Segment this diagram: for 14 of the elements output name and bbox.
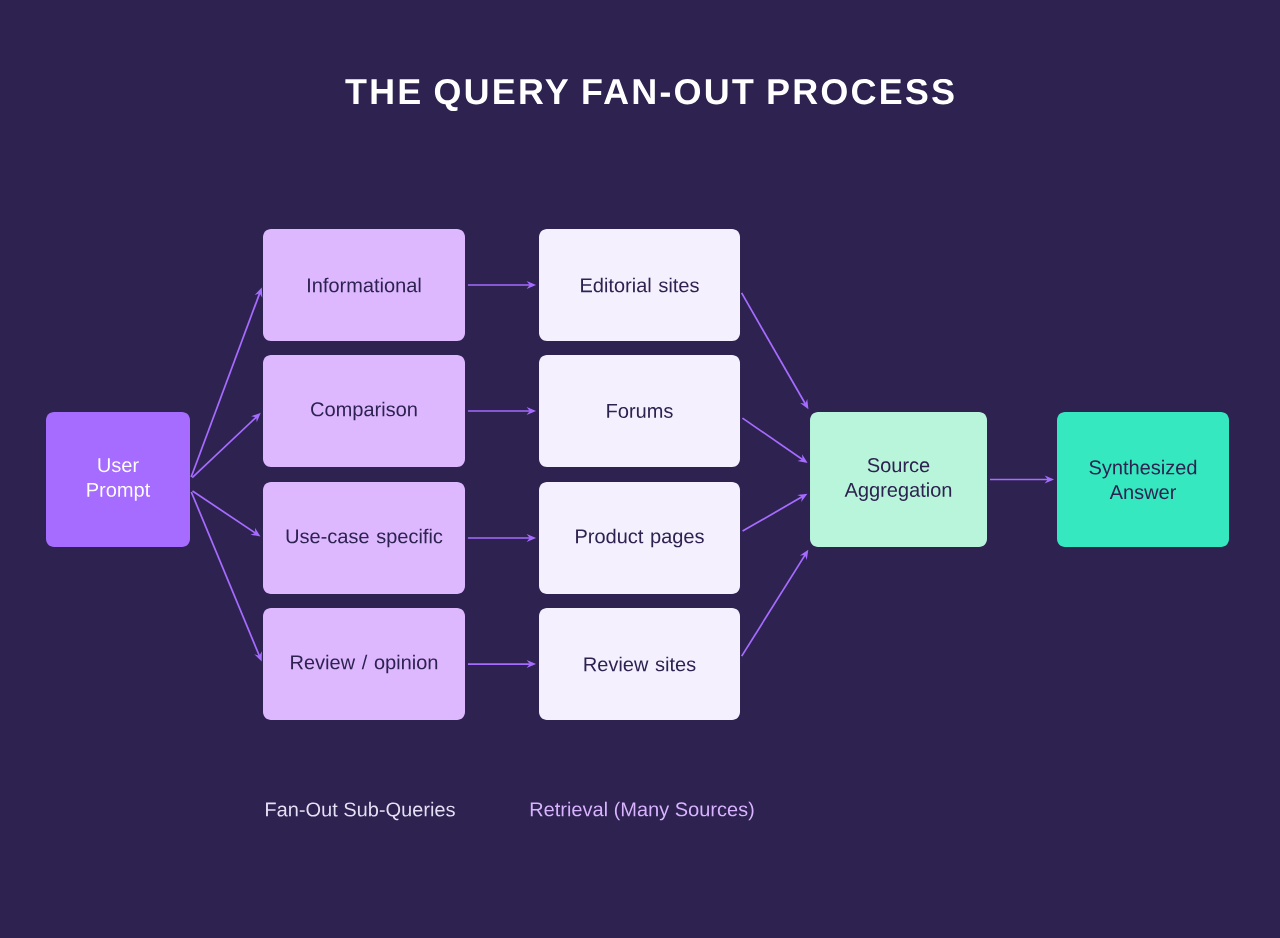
process-box: Synthesized Answer <box>1057 412 1229 547</box>
process-box: Comparison <box>263 355 465 467</box>
process-box: Source Aggregation <box>810 412 987 547</box>
process-box: Review / opinion <box>263 608 465 720</box>
process-box: Product pages <box>539 482 740 594</box>
process-box: User Prompt <box>46 412 190 547</box>
process-box: Review sites <box>539 608 740 720</box>
process-box: Editorial sites <box>539 229 740 341</box>
title: THE QUERY FAN-OUT PROCESS <box>345 78 954 112</box>
process-box: Use-case specific <box>263 482 465 594</box>
process-box: Forums <box>539 355 740 467</box>
column-caption: Retrieval (Many Sources) <box>530 801 754 821</box>
process-box: Informational <box>263 229 465 341</box>
column-caption: Fan-Out Sub-Queries <box>266 801 455 821</box>
